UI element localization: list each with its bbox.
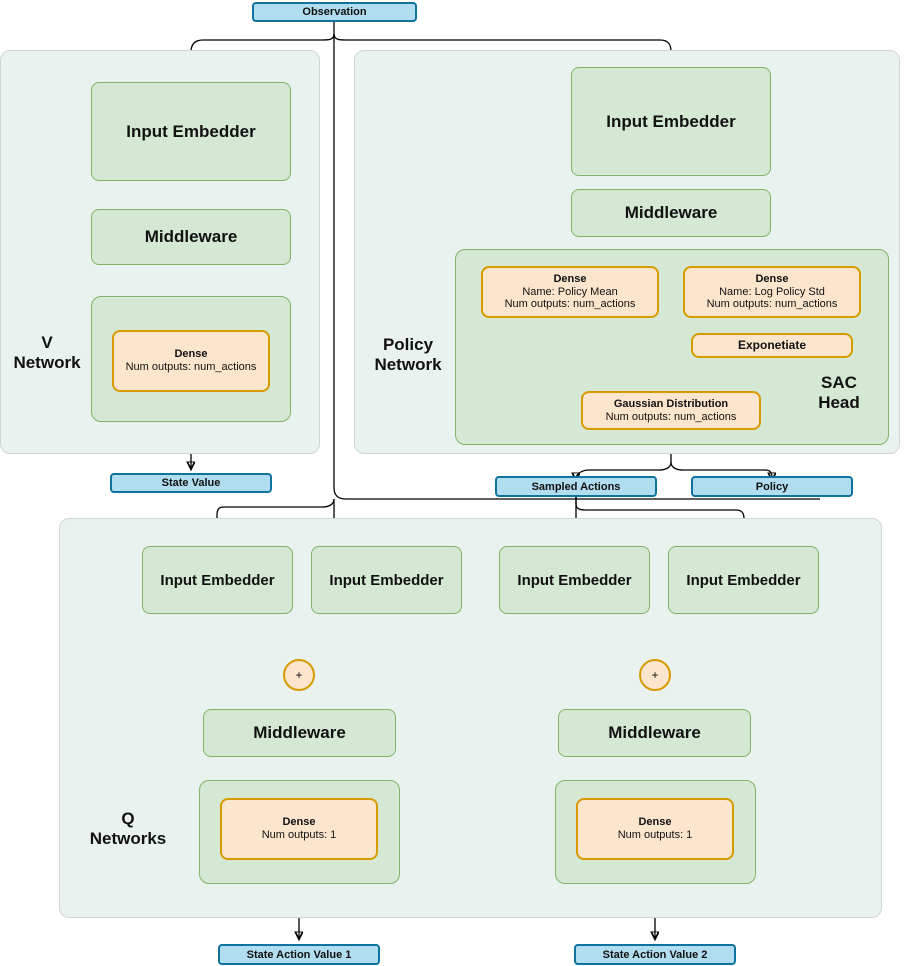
q-dense-2[interactable]: Dense Num outputs: 1	[576, 798, 734, 860]
dense-log-policy-std[interactable]: Dense Name: Log Policy Std Num outputs: …	[683, 266, 861, 318]
policy-input-embedder[interactable]: Input Embedder	[571, 67, 771, 176]
v-input-embedder[interactable]: Input Embedder	[91, 82, 291, 181]
state-action-value-2-node[interactable]: State Action Value 2	[574, 944, 736, 965]
exponetiate-label: Exponetiate	[737, 338, 806, 353]
v-dense[interactable]: Dense Num outputs: num_actions	[112, 330, 270, 392]
q-dense-2-title: Dense	[638, 816, 672, 829]
policy-middleware[interactable]: Middleware	[571, 189, 771, 237]
q-middleware-1[interactable]: Middleware	[203, 709, 396, 757]
q-input-embedder-4[interactable]: Input Embedder	[668, 546, 819, 614]
gaussian-distribution-node[interactable]: Gaussian Distribution Num outputs: num_a…	[581, 391, 761, 430]
state-action-value-1-node[interactable]: State Action Value 1	[218, 944, 380, 965]
policy-network-caption-line1: Policy	[382, 334, 434, 354]
q-dense-1-title: Dense	[282, 816, 316, 829]
q-middleware-2[interactable]: Middleware	[558, 709, 751, 757]
v-dense-outputs: Num outputs: num_actions	[125, 361, 257, 373]
v-network-caption-line2: Network	[13, 353, 81, 372]
dense-log-policy-std-name: Name: Log Policy Std	[719, 285, 825, 298]
exponetiate-node[interactable]: Exponetiate	[691, 333, 853, 358]
v-middleware[interactable]: Middleware	[91, 209, 291, 265]
q-adder-1[interactable]: +	[283, 659, 315, 691]
sac-head-caption: SAC Head	[795, 370, 883, 416]
policy-node[interactable]: Policy	[691, 476, 853, 497]
q-input-embedder-3[interactable]: Input Embedder	[499, 546, 650, 614]
v-network-caption-line1: V	[41, 332, 53, 352]
q-networks-caption-line2: Networks	[89, 829, 167, 848]
dense-policy-mean-name: Name: Policy Mean	[522, 285, 618, 298]
dense-policy-mean-outputs: Num outputs: num_actions	[504, 298, 636, 311]
q-networks-caption: Q Networks	[80, 805, 176, 853]
dense-policy-mean[interactable]: Dense Name: Policy Mean Num outputs: num…	[481, 266, 659, 318]
sampled-actions-node[interactable]: Sampled Actions	[495, 476, 657, 497]
gaussian-title: Gaussian Distribution	[613, 397, 729, 410]
q-dense-2-outputs: Num outputs: 1	[617, 829, 693, 841]
sac-head-caption-line1: SAC	[821, 372, 857, 392]
dense-log-policy-std-outputs: Num outputs: num_actions	[706, 298, 838, 311]
v-dense-title: Dense	[174, 348, 208, 361]
q-dense-1[interactable]: Dense Num outputs: 1	[220, 798, 378, 860]
sac-head-caption-line2: Head	[818, 393, 860, 412]
dense-policy-mean-title: Dense	[553, 272, 587, 285]
policy-network-caption: Policy Network	[362, 332, 454, 378]
q-networks-caption-line1: Q	[121, 808, 135, 828]
q-input-embedder-2[interactable]: Input Embedder	[311, 546, 462, 614]
dense-log-policy-std-title: Dense	[755, 272, 789, 285]
q-dense-1-outputs: Num outputs: 1	[261, 829, 337, 841]
policy-network-caption-line2: Network	[374, 355, 442, 374]
gaussian-outputs: Num outputs: num_actions	[605, 410, 737, 423]
state-value-node[interactable]: State Value	[110, 473, 272, 493]
v-network-caption: V Network	[8, 330, 86, 376]
observation-node[interactable]: Observation	[252, 2, 417, 22]
q-adder-2[interactable]: +	[639, 659, 671, 691]
q-input-embedder-1[interactable]: Input Embedder	[142, 546, 293, 614]
